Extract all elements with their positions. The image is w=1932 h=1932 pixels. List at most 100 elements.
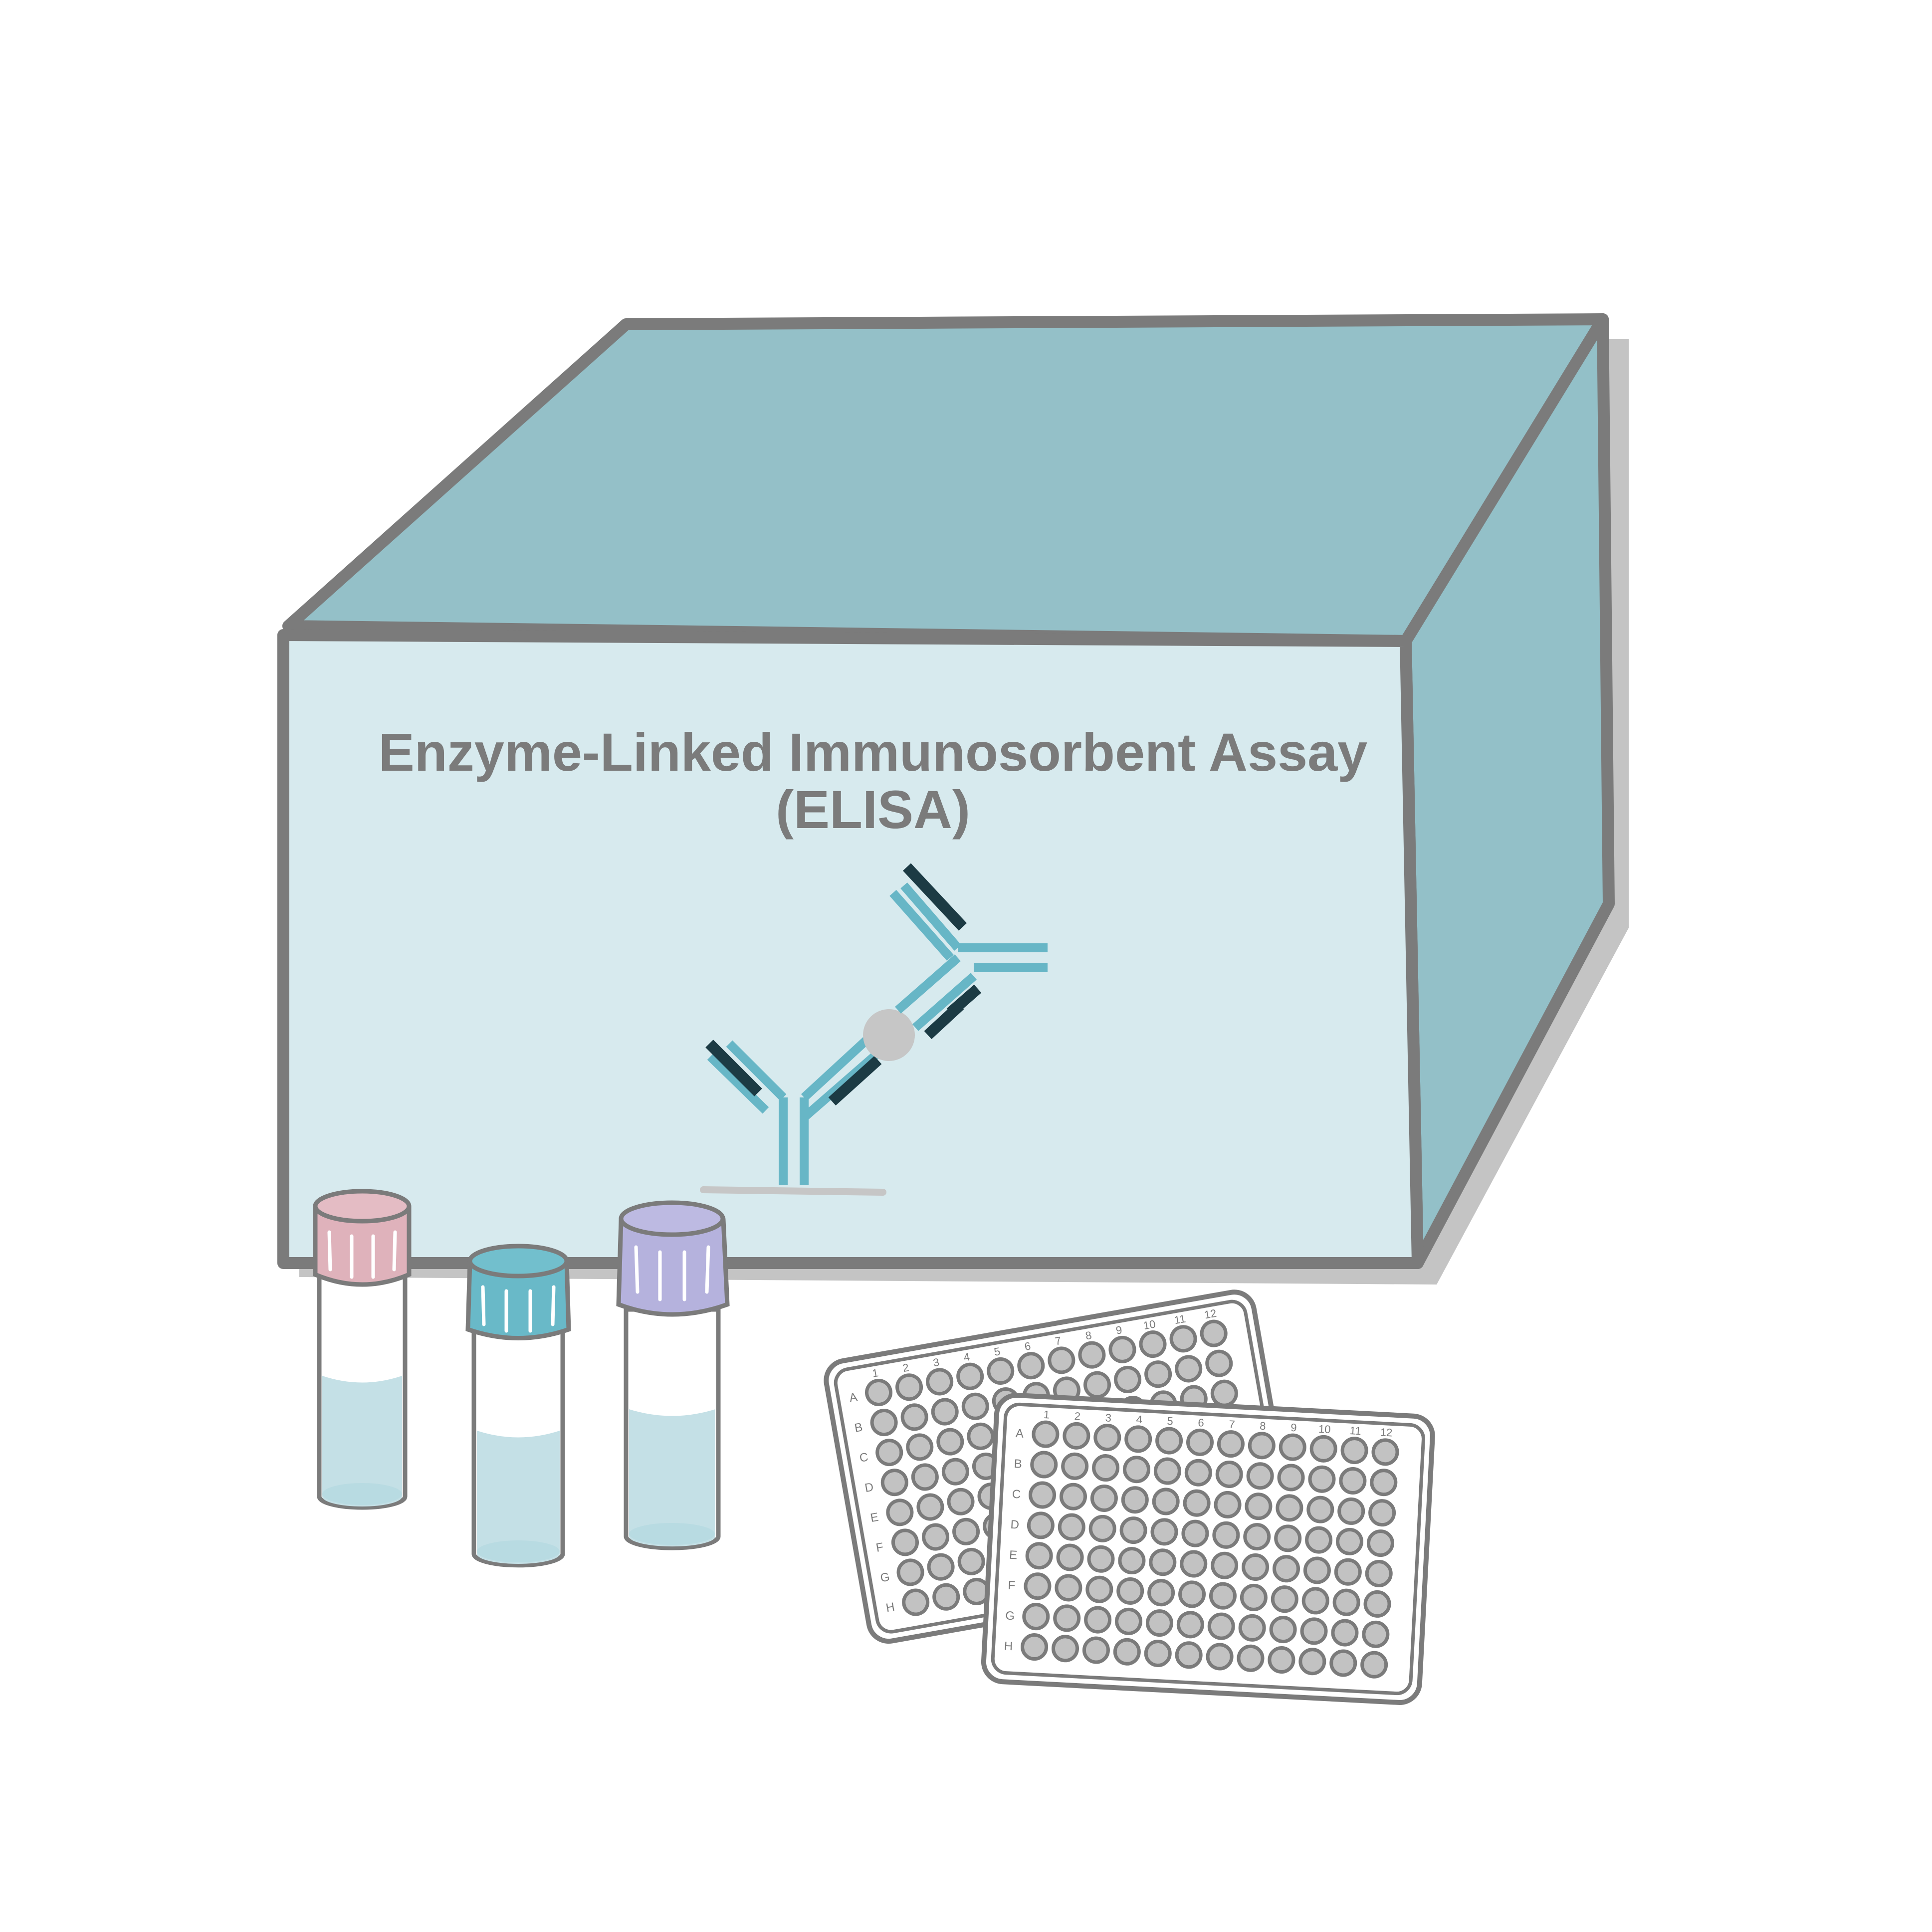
plate-row-label: G	[1005, 1609, 1015, 1623]
plate-well	[1169, 1325, 1197, 1353]
plate-well	[902, 1588, 930, 1616]
plate-well	[1237, 1644, 1265, 1672]
plate-well	[1021, 1633, 1049, 1661]
plate-column-label: 3	[1105, 1411, 1112, 1424]
plate-well	[1243, 1523, 1271, 1551]
vial-pink	[313, 1189, 412, 1510]
plate-well	[1215, 1461, 1243, 1489]
plate-well	[891, 1528, 919, 1556]
plate-well	[1175, 1641, 1203, 1669]
plate-well	[1332, 1588, 1360, 1616]
plate-well	[1025, 1542, 1053, 1570]
plate-well	[1088, 1514, 1116, 1542]
plate-well	[870, 1409, 898, 1437]
plate-well	[1336, 1527, 1364, 1555]
plate-well	[1340, 1437, 1368, 1465]
plate-well	[1115, 1607, 1143, 1635]
plate-row-label: H	[1004, 1639, 1013, 1653]
plate-well	[1242, 1553, 1270, 1581]
plate-row-label: B	[854, 1420, 863, 1435]
detection-antibody-icon	[889, 863, 1048, 1040]
plate-well	[1298, 1648, 1326, 1676]
plate-well	[900, 1403, 928, 1431]
plate-row-label: C	[859, 1450, 869, 1465]
plate-well	[1331, 1619, 1359, 1647]
plate-well	[1279, 1433, 1306, 1461]
plate-well	[1211, 1551, 1239, 1579]
plate-well	[1366, 1529, 1394, 1557]
vial-liquid	[629, 1409, 715, 1547]
plate-well	[1083, 1371, 1111, 1399]
plate-well	[1155, 1427, 1183, 1455]
plate-well	[961, 1392, 989, 1420]
plate-well	[1055, 1574, 1082, 1602]
plate-well	[886, 1499, 914, 1526]
kit-title-line2: (ELISA)	[776, 779, 970, 840]
plate-column-label: 11	[1173, 1312, 1187, 1327]
plate-well	[1145, 1609, 1173, 1637]
plate-inner	[991, 1402, 1425, 1696]
plate-well	[1214, 1491, 1242, 1518]
plate-well	[1180, 1550, 1208, 1578]
plate-well	[1309, 1435, 1337, 1463]
vial-teal	[465, 1244, 571, 1568]
plate-column-label: 3	[932, 1356, 940, 1369]
plate-row-label: E	[869, 1510, 879, 1525]
plate-well	[957, 1547, 985, 1575]
plate-column-label: 1	[871, 1366, 879, 1380]
plate-column-label: 7	[1229, 1418, 1236, 1431]
plate-well	[1059, 1483, 1087, 1510]
plate-well	[1276, 1494, 1303, 1522]
plate-well	[1022, 1603, 1050, 1631]
plate-well	[1277, 1464, 1305, 1492]
plate-well	[865, 1378, 893, 1406]
plate-well	[1092, 1454, 1120, 1482]
plate-well	[1306, 1496, 1334, 1523]
plate-column-label: 6	[1024, 1339, 1032, 1353]
kit-box: Enzyme-Linked Immunosorbent Assay (ELISA…	[277, 313, 1629, 1285]
plate-column-label: 4	[1136, 1413, 1143, 1426]
plate-column-label: 5	[993, 1345, 1001, 1358]
plate-well	[1124, 1425, 1152, 1453]
plate-well	[911, 1463, 939, 1491]
plate-well	[1245, 1493, 1273, 1520]
plate-well	[1368, 1499, 1396, 1527]
box-top-face	[282, 313, 1609, 647]
plate-well	[1139, 1330, 1167, 1358]
plate-well	[1370, 1469, 1398, 1497]
plate-well	[956, 1362, 984, 1390]
plate-well	[1084, 1606, 1112, 1634]
plate-well	[1053, 1604, 1081, 1632]
plate-well	[1149, 1548, 1177, 1576]
plate-well	[1206, 1643, 1234, 1671]
plate-well	[931, 1398, 959, 1426]
plate-well	[1362, 1620, 1390, 1648]
plate-well	[1207, 1612, 1235, 1640]
plate-well	[1150, 1518, 1178, 1546]
plate-well	[1175, 1355, 1203, 1383]
plate-well	[1082, 1636, 1110, 1664]
plate-well	[1176, 1611, 1204, 1639]
plate-well	[1268, 1646, 1295, 1674]
plate-well	[922, 1523, 950, 1551]
plate-well	[1153, 1457, 1181, 1485]
plate-row-label: F	[1008, 1579, 1016, 1593]
plate-well	[932, 1583, 960, 1611]
plate-well	[1181, 1519, 1209, 1547]
plate-well	[1365, 1559, 1393, 1587]
plate-well	[895, 1373, 923, 1401]
plate-well	[1360, 1651, 1388, 1679]
plate-column-label: 6	[1198, 1416, 1205, 1429]
plate-well	[1240, 1583, 1268, 1611]
box-front-face	[277, 629, 1424, 1269]
plate-row-label: A	[848, 1390, 858, 1405]
plate-well	[1052, 1635, 1079, 1663]
plate-well	[1113, 1638, 1141, 1666]
plate-well	[1017, 1352, 1045, 1380]
plate-well	[1030, 1451, 1058, 1479]
plate-well	[1305, 1526, 1333, 1554]
antibody-sandwich	[700, 863, 1048, 1196]
plate-well	[1122, 1456, 1150, 1484]
